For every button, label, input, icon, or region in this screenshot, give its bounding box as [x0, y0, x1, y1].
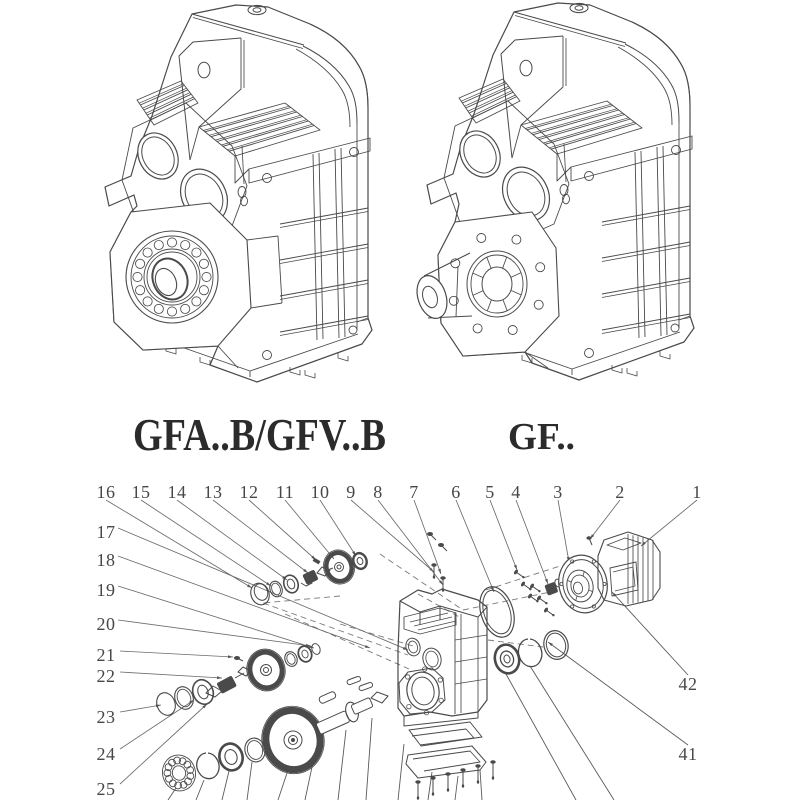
svg-text:18: 18	[97, 550, 116, 570]
svg-text:7: 7	[409, 482, 419, 502]
svg-text:12: 12	[240, 482, 259, 502]
svg-text:22: 22	[97, 666, 116, 686]
svg-text:42: 42	[679, 674, 698, 694]
svg-text:19: 19	[97, 580, 116, 600]
svg-text:21: 21	[97, 645, 116, 665]
svg-text:24: 24	[97, 744, 116, 764]
svg-text:13: 13	[204, 482, 223, 502]
svg-text:8: 8	[373, 482, 383, 502]
svg-text:1: 1	[692, 482, 702, 502]
svg-text:10: 10	[311, 482, 330, 502]
svg-text:5: 5	[485, 482, 495, 502]
svg-text:14: 14	[168, 482, 187, 502]
svg-text:20: 20	[97, 614, 116, 634]
svg-text:25: 25	[97, 779, 116, 799]
svg-text:23: 23	[97, 707, 116, 727]
svg-text:6: 6	[451, 482, 461, 502]
svg-text:41: 41	[679, 744, 698, 764]
svg-text:9: 9	[346, 482, 356, 502]
svg-text:3: 3	[553, 482, 563, 502]
svg-text:16: 16	[97, 482, 116, 502]
svg-text:GF..: GF..	[508, 416, 575, 458]
svg-text:17: 17	[97, 522, 116, 542]
svg-text:2: 2	[615, 482, 625, 502]
svg-text:4: 4	[511, 482, 521, 502]
svg-text:11: 11	[276, 482, 294, 502]
svg-text:15: 15	[132, 482, 151, 502]
svg-text:GFA..B/GFV..B: GFA..B/GFV..B	[133, 409, 386, 460]
